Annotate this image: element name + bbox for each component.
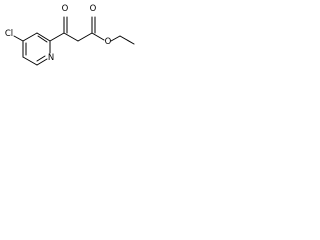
side-chain (49, 16, 135, 45)
bond-carbonyl-ch2 (63, 32, 79, 42)
bond-oxygen-ch2 (110, 35, 121, 42)
ketone-oxygen-label: O (62, 4, 69, 14)
bond-n1-c2 (36, 58, 48, 66)
ester-carbonyl-oxygen-label: O (90, 4, 97, 14)
bond-c4-c5 (22, 32, 38, 42)
ethyl-3-(4-chloropyridin-2-yl)-3-oxopropanoate-structure: Cl N O O O (5, 4, 135, 66)
bond-ethyl (119, 35, 135, 45)
chlorine-label: Cl (5, 29, 13, 39)
nitrogen-label: N (48, 53, 54, 63)
pyridine-ring (22, 32, 51, 66)
bond-c2-c3 (22, 56, 38, 66)
bond-c4-cl (13, 35, 24, 42)
double-bond-c5-c6-inner (37, 35, 48, 43)
bond-ch2-ester-carbon (77, 32, 93, 42)
bond-c5-c6 (36, 32, 51, 42)
bond-ester-carbon-oxygen (91, 32, 105, 41)
bond-ring-carbonyl (49, 32, 65, 42)
ester-oxygen-label: O (105, 37, 112, 47)
double-bond-n1-c2-inner (36, 55, 46, 62)
